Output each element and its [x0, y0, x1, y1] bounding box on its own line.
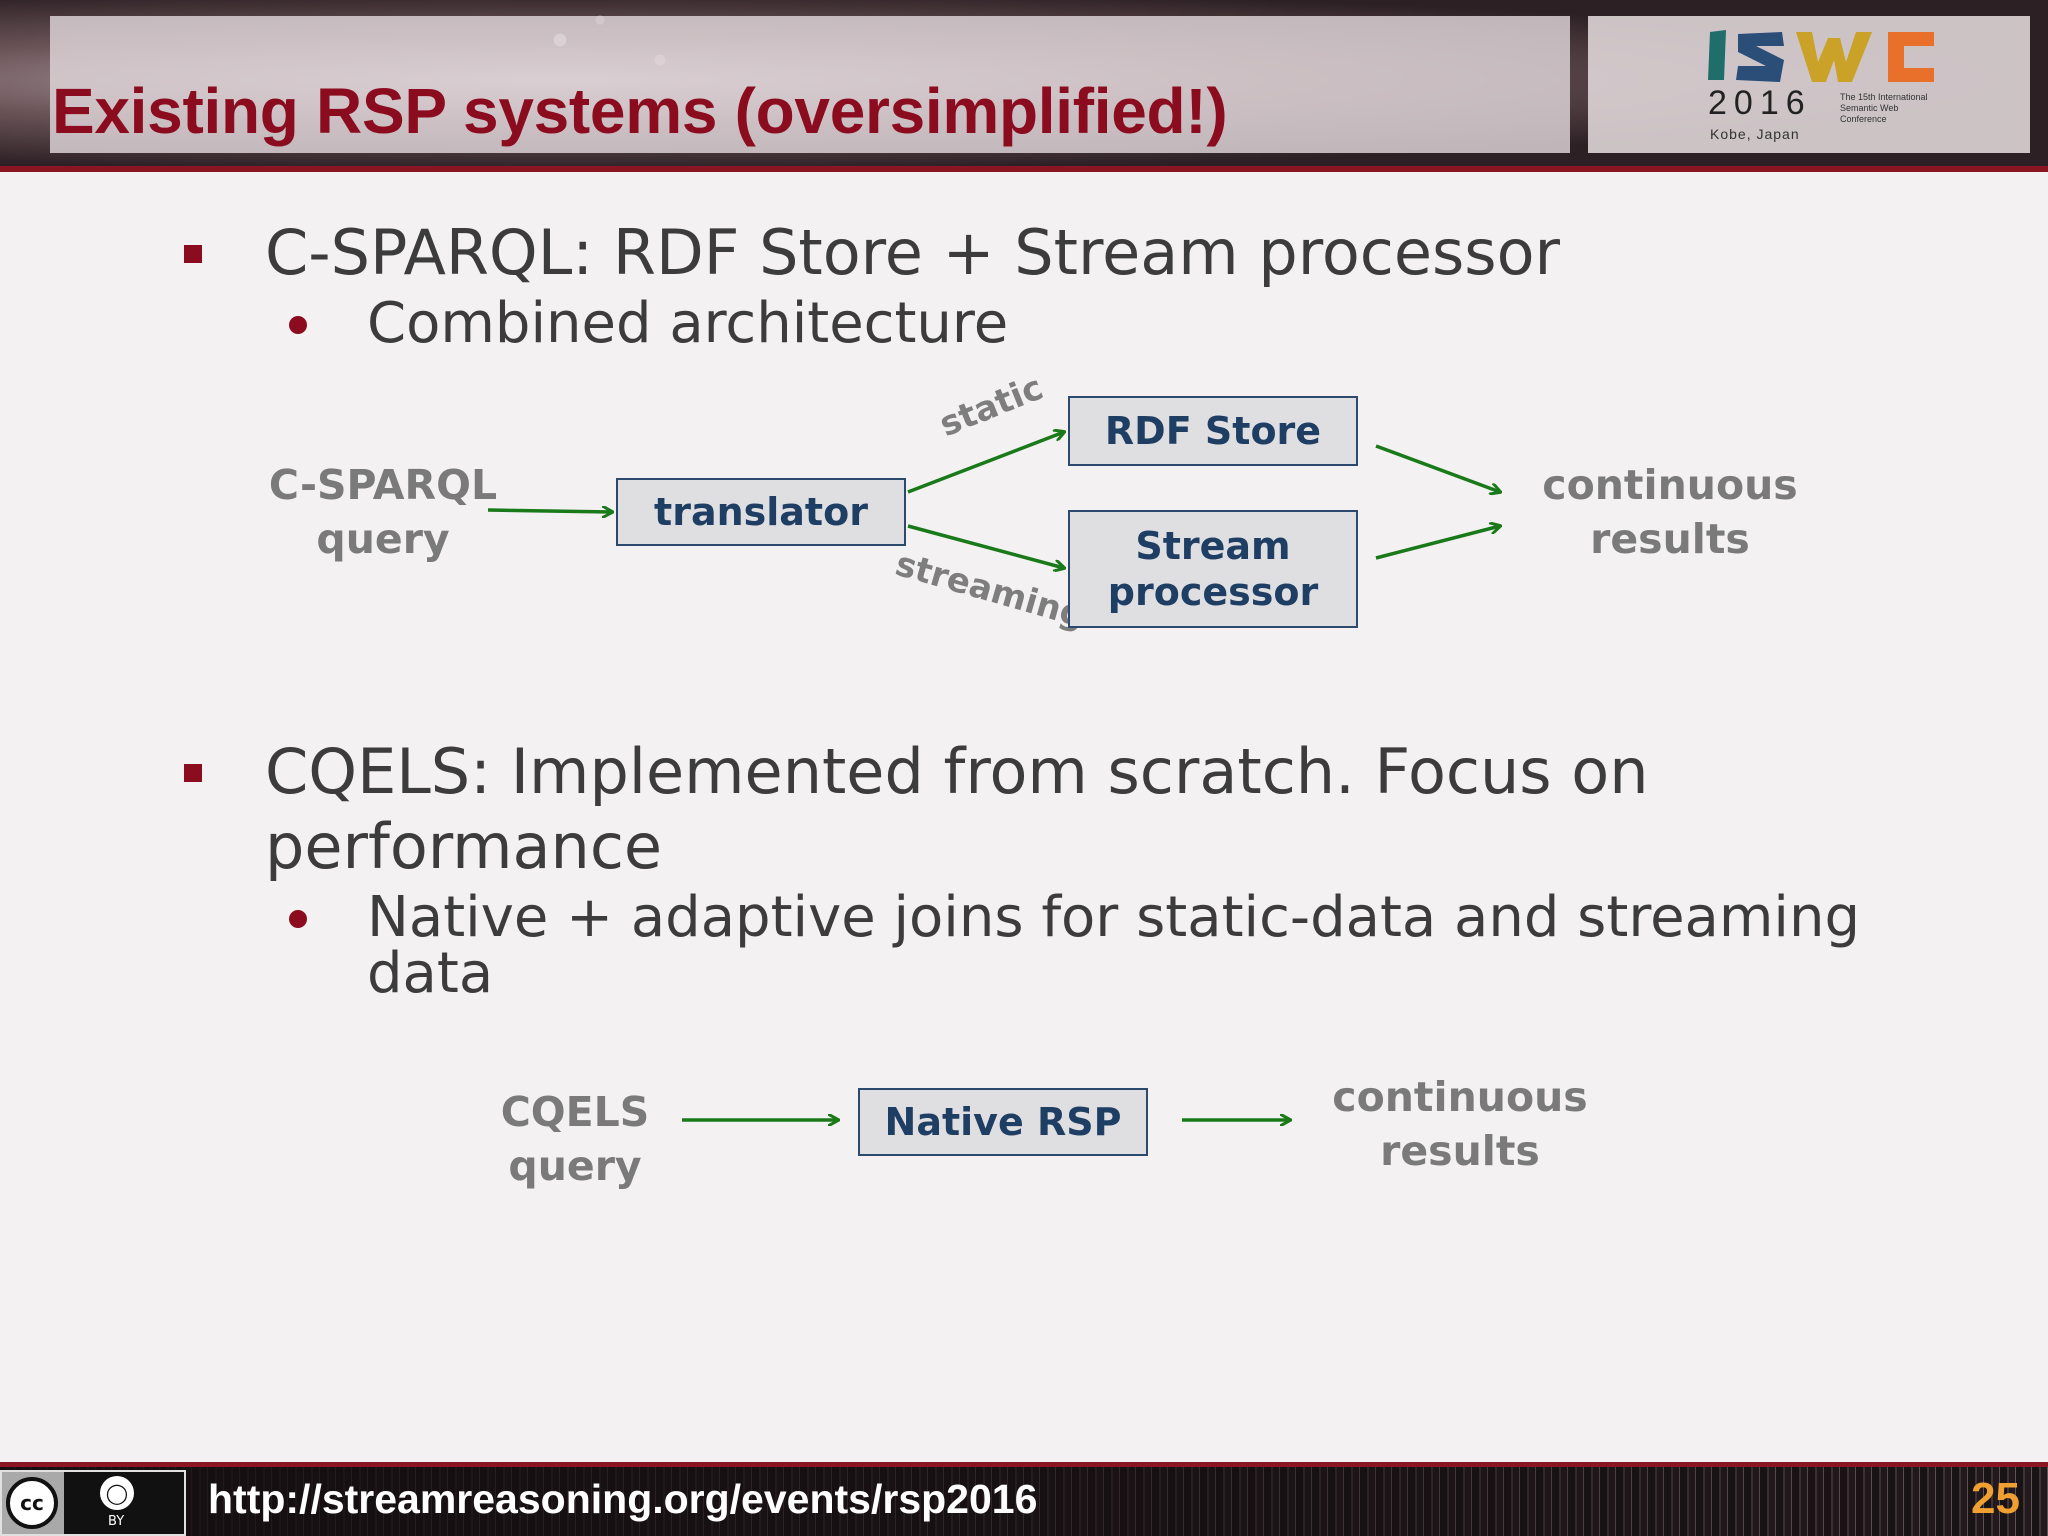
- cc-icon: cc: [6, 1477, 58, 1529]
- attribution-icon: ◯: [100, 1476, 134, 1510]
- continuous-results-1-line1: continuous: [1542, 461, 1798, 509]
- bullet-2-sub-line1: Native + adaptive joins for static-data …: [367, 885, 1861, 950]
- continuous-results-label-2: continuous results: [1310, 1070, 1610, 1178]
- iswc-logo-icon: [1708, 30, 1934, 82]
- arrow-translator-to-rdf-store: [907, 432, 1064, 494]
- bullet-1-text: C-SPARQL: RDF Store + Stream processor: [265, 216, 1561, 289]
- footer-url-link[interactable]: http://streamreasoning.org/events/rsp201…: [208, 1476, 1038, 1522]
- slide-title: Existing RSP systems (oversimplified!): [52, 75, 1228, 147]
- bullet-dot-1: [289, 316, 307, 334]
- continuous-results-label-1: continuous results: [1520, 458, 1820, 566]
- arrow-rdf-store-to-results: [1375, 444, 1500, 492]
- cqels-query-line1: CQELS: [500, 1088, 650, 1136]
- by-block: ◯ BY: [64, 1472, 184, 1534]
- cqels-query-line2: query: [508, 1142, 642, 1190]
- csparql-query-label: C-SPARQL query: [258, 458, 508, 566]
- stream-processor-line2: processor: [1107, 570, 1319, 614]
- bullet-dot-2: [289, 910, 307, 928]
- csparql-query-line1: C-SPARQL: [268, 461, 498, 509]
- bullet-square-1: [184, 245, 202, 263]
- translator-box: translator: [616, 478, 906, 546]
- continuous-results-2-line1: continuous: [1332, 1073, 1588, 1121]
- continuous-results-1-line2: results: [1590, 515, 1750, 563]
- native-rsp-box: Native RSP: [858, 1088, 1148, 1156]
- stream-processor-line1: Stream: [1135, 524, 1291, 568]
- bullet-2-text-line2: performance: [265, 810, 663, 883]
- title-band: [50, 16, 1570, 153]
- page-number: 25: [1971, 1474, 2020, 1523]
- stream-processor-box: Stream processor: [1068, 510, 1358, 628]
- footer-rule: [0, 1462, 2048, 1467]
- continuous-results-2-line2: results: [1380, 1127, 1540, 1175]
- logo-conference: The 15th International Semantic Web Conf…: [1840, 92, 1928, 124]
- bullet-1-sub: Combined architecture: [367, 291, 1009, 356]
- header-rule: [0, 166, 2048, 172]
- iswc-logo: 2016 Kobe, Japan The 15th International …: [1700, 26, 1970, 146]
- footer-bar: [0, 1464, 2048, 1536]
- logo-place: Kobe, Japan: [1710, 126, 1800, 142]
- bullet-2-sub-line2: data: [367, 941, 494, 1006]
- arrow-translator-to-stream-processor: [907, 524, 1064, 568]
- cqels-query-label: CQELS query: [460, 1085, 690, 1193]
- cc-by-license-badge[interactable]: cc ◯ BY: [0, 1470, 186, 1536]
- by-label: BY: [108, 1514, 125, 1529]
- arrow-query-to-translator: [487, 510, 612, 512]
- arrow-stream-processor-to-results: [1375, 526, 1500, 560]
- bullet-square-2: [184, 764, 202, 782]
- rdf-store-box: RDF Store: [1068, 396, 1358, 466]
- logo-year: 2016: [1708, 84, 1812, 122]
- csparql-query-line2: query: [316, 515, 450, 563]
- bullet-2-text-line1: CQELS: Implemented from scratch. Focus o…: [265, 735, 1649, 808]
